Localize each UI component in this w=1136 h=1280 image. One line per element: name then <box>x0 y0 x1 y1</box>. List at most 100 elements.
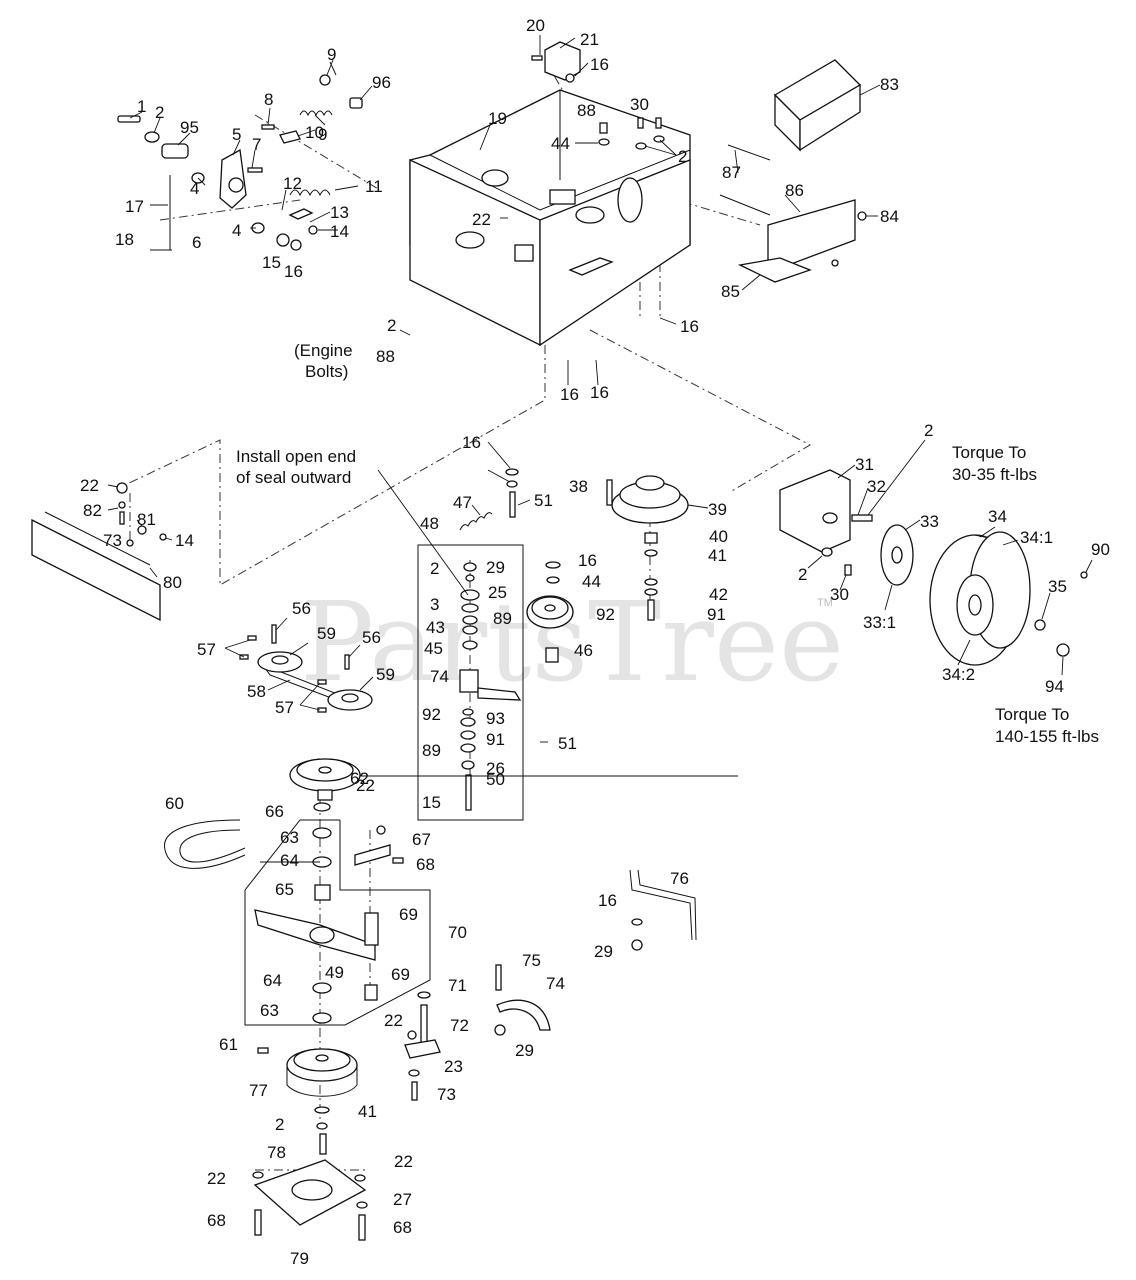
callout-label: 94 <box>1045 677 1064 696</box>
callout-label: 83 <box>880 75 899 94</box>
callout-label: 72 <box>450 1016 469 1035</box>
cover-bracket <box>719 59 867 283</box>
callout-label: 42 <box>709 585 728 604</box>
callout-label: 30 <box>830 585 849 604</box>
callout-label: 63 <box>260 1001 279 1020</box>
callout-label: 79 <box>290 1249 309 1268</box>
callout-label: 47 <box>453 493 472 512</box>
callout-label: 78 <box>267 1143 286 1162</box>
hub-torque-note-line2: 30-35 ft-lbs <box>952 465 1037 484</box>
parts-71-75 <box>404 964 551 1101</box>
callout-label: 67 <box>412 830 431 849</box>
callout-label: 21 <box>580 30 599 49</box>
callout-label: 18 <box>115 230 134 249</box>
callout-label: 66 <box>265 802 284 821</box>
callout-label: 74 <box>546 974 565 993</box>
callout-label: 58 <box>247 682 266 701</box>
hub-torque-note-line1: Torque To <box>952 443 1026 462</box>
callout-label: 22 <box>356 776 375 795</box>
callout-label: 69 <box>391 965 410 984</box>
callout-label: 46 <box>574 641 593 660</box>
seal-note-line2: of seal outward <box>236 468 351 487</box>
callout-label: 12 <box>283 174 302 193</box>
plate-79 <box>252 1159 368 1241</box>
callout-label: 17 <box>125 197 144 216</box>
shield-80 <box>31 482 167 622</box>
callout-label: 76 <box>670 869 689 888</box>
part-76 <box>629 869 697 951</box>
callout-label: 29 <box>594 942 613 961</box>
top-hardware <box>531 41 665 150</box>
callout-label: 38 <box>569 477 588 496</box>
callout-label: 43 <box>426 618 445 637</box>
callout-label: 89 <box>422 741 441 760</box>
callout-label: 16 <box>598 891 617 910</box>
callout-label: 7 <box>252 135 261 154</box>
callout-label: 71 <box>448 976 467 995</box>
callout-label: 59 <box>376 665 395 684</box>
callout-label: 65 <box>275 880 294 899</box>
callout-label: 41 <box>708 546 727 565</box>
callout-label: 8 <box>264 90 273 109</box>
callout-label: 16 <box>578 551 597 570</box>
callout-label: 2 <box>155 103 164 122</box>
callout-label: 63 <box>280 828 299 847</box>
callout-label: 80 <box>163 573 182 592</box>
callout-label: 45 <box>424 639 443 658</box>
callout-label: 22 <box>394 1152 413 1171</box>
linkage-cluster <box>117 74 363 251</box>
spring-47 <box>459 468 519 531</box>
callout-label: 34 <box>988 507 1007 526</box>
callout-label: 20 <box>526 16 545 35</box>
callout-label: 64 <box>280 851 299 870</box>
callout-label: 16 <box>462 433 481 452</box>
callout-label: 56 <box>292 599 311 618</box>
callout-label: 1 <box>137 97 146 116</box>
callout-label: 70 <box>448 923 467 942</box>
callout-label: 88 <box>577 101 596 120</box>
callout-label: 92 <box>422 705 441 724</box>
wheel-assembly <box>779 469 1088 666</box>
callout-label: 14 <box>175 531 194 550</box>
callout-label: 34:1 <box>1020 528 1053 547</box>
callout-label: 84 <box>880 207 899 226</box>
callout-label: 49 <box>325 963 344 982</box>
wheel-torque-note-line2: 140-155 ft-lbs <box>995 727 1099 746</box>
pulleys-59 <box>239 624 373 713</box>
callout-label: 87 <box>722 163 741 182</box>
callout-label: 77 <box>249 1081 268 1100</box>
callout-label: 27 <box>393 1190 412 1209</box>
callout-label: 9 <box>327 45 336 64</box>
callout-label: 51 <box>558 734 577 753</box>
wheel-torque-note-line1: Torque To <box>995 705 1069 724</box>
callout-label: 2 <box>430 559 439 578</box>
callout-label: 73 <box>437 1085 456 1104</box>
callout-label: 4 <box>190 179 199 198</box>
callout-label: 60 <box>165 794 184 813</box>
idler-pulley-45 <box>526 561 574 663</box>
callout-label: 31 <box>855 455 874 474</box>
callout-label: 82 <box>83 501 102 520</box>
callout-label: 62 <box>350 769 369 788</box>
callout-label: 91 <box>486 730 505 749</box>
callout-label: 33 <box>920 512 939 531</box>
callout-label: 29 <box>486 558 505 577</box>
idler-arm-70 <box>244 802 431 1026</box>
callout-label: 4 <box>232 221 241 240</box>
callout-label: 51 <box>534 491 553 510</box>
callout-label: 30 <box>630 95 649 114</box>
callout-label: 90 <box>1091 540 1110 559</box>
callout-label: 68 <box>393 1218 412 1237</box>
callout-label: 48 <box>420 514 439 533</box>
callout-label: 15 <box>422 793 441 812</box>
callout-label: 3 <box>430 595 439 614</box>
callout-label: 68 <box>416 855 435 874</box>
callout-label: 9 <box>318 125 327 144</box>
callout-label: 29 <box>515 1041 534 1060</box>
callout-label: 13 <box>330 203 349 222</box>
callout-label: 16 <box>590 383 609 402</box>
callout-label: 2 <box>924 421 933 440</box>
callout-label: 39 <box>708 500 727 519</box>
